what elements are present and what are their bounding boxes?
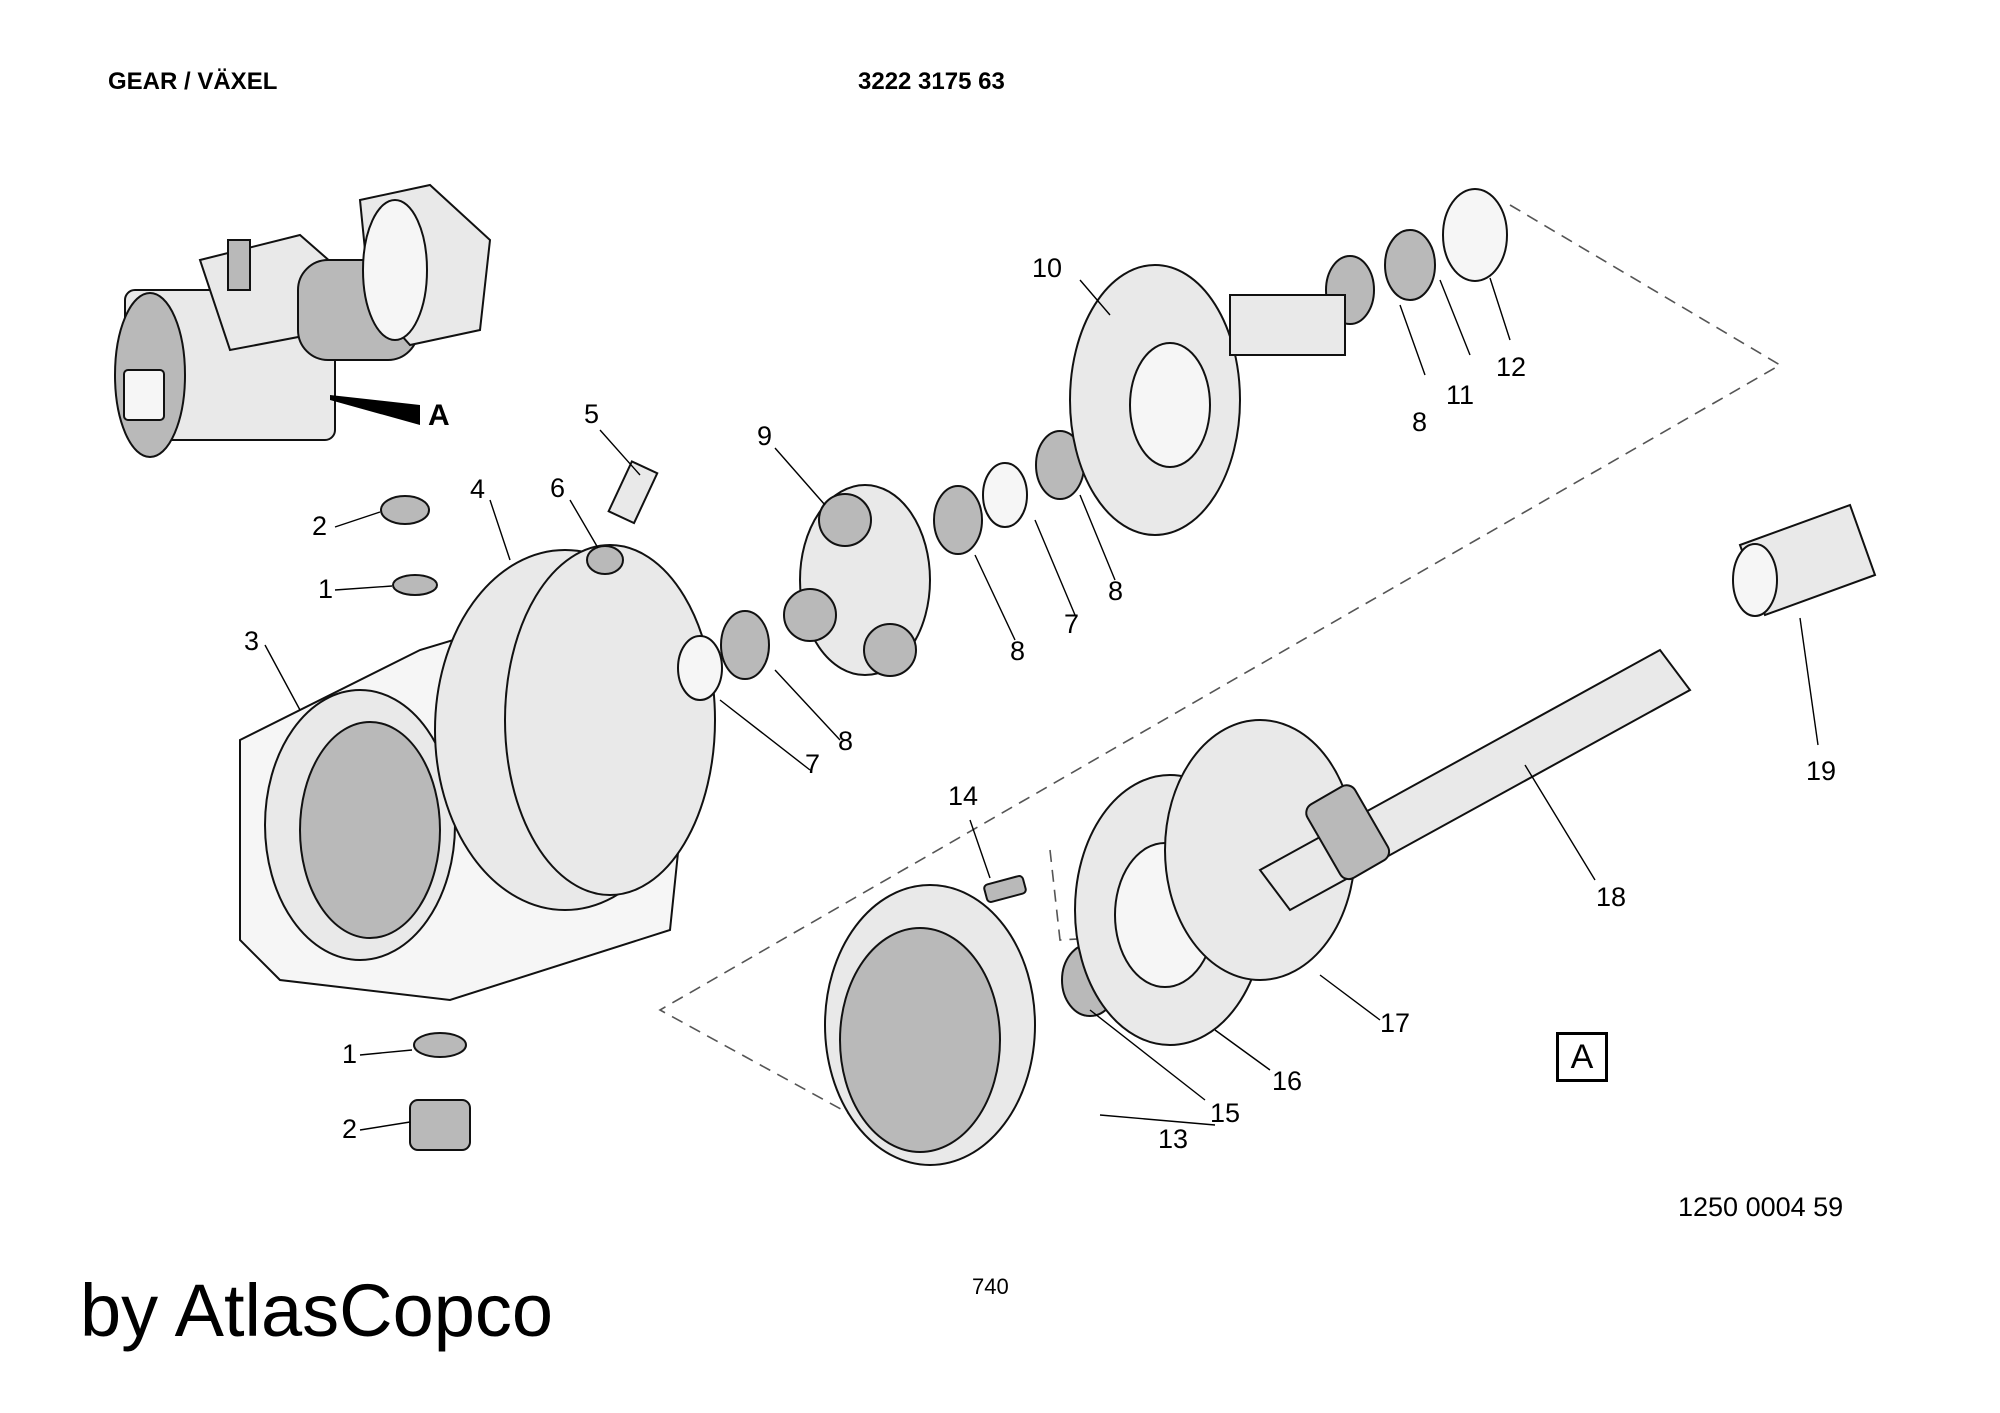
callout-7: 7 [805, 749, 820, 779]
part-7-washer [677, 635, 723, 701]
callout-10: 10 [1032, 253, 1062, 283]
view-a-marker: A [1556, 1032, 1608, 1082]
part-8-bearing [933, 485, 983, 555]
callout-7-mid: 7 [1064, 609, 1079, 639]
part-9-planet-carrier [783, 484, 931, 677]
callout-labels: 1 2 3 4 5 6 7 8 9 10 11 12 13 14 15 16 1… [244, 253, 1836, 1154]
part-1-seal-top [392, 574, 438, 596]
part-6-nut [586, 545, 624, 575]
part-10-carrier [1069, 264, 1346, 536]
assembly-dashed-line [658, 204, 1782, 1126]
part-12-washer [1442, 188, 1508, 282]
callout-2: 2 [312, 511, 327, 541]
part-8-bearing [720, 610, 770, 680]
inset-view-label: A [428, 399, 450, 432]
callout-5: 5 [584, 399, 599, 429]
callout-3: 3 [244, 626, 259, 656]
callout-4: 4 [470, 474, 485, 504]
drawing-number: 1250 0004 59 [1678, 1192, 1844, 1222]
callout-16: 16 [1272, 1066, 1302, 1096]
view-a-pointer [330, 395, 420, 425]
part-7-washer [982, 462, 1028, 528]
callout-17: 17 [1380, 1008, 1410, 1038]
callout-1-bottom: 1 [342, 1039, 357, 1069]
part-11-bearing [1384, 229, 1436, 301]
callout-9: 9 [757, 421, 772, 451]
brand-label: by AtlasCopco [80, 1269, 554, 1352]
part-2-plug-bottom [409, 1099, 471, 1151]
part-18-gear [1305, 784, 1391, 881]
callout-8: 8 [838, 726, 853, 756]
page-title: GEAR / VÄXEL [108, 68, 278, 95]
part-number: 3222 3175 63 [858, 68, 1005, 95]
callout-13: 13 [1158, 1124, 1188, 1154]
callout-6: 6 [550, 473, 565, 503]
page-number: 740 [972, 1274, 1009, 1299]
callout-12: 12 [1496, 352, 1526, 382]
callout-11: 11 [1446, 380, 1474, 410]
part-4-gasket [504, 544, 716, 896]
part-2-plug-top [380, 495, 430, 525]
part-14-bolt [983, 875, 1027, 903]
inset-assembly: A [114, 183, 492, 458]
callout-15: 15 [1210, 1098, 1240, 1128]
callout-2-bottom: 2 [342, 1114, 357, 1144]
callout-19: 19 [1806, 756, 1836, 786]
part-5-bolt [607, 460, 659, 525]
callout-1: 1 [318, 574, 333, 604]
part-1-seal-bottom [413, 1032, 467, 1058]
callout-8-mid: 8 [1010, 636, 1025, 666]
callout-18: 18 [1596, 882, 1626, 912]
callout-8-upper: 8 [1108, 576, 1123, 606]
callout-8-top: 8 [1412, 407, 1427, 437]
callout-14: 14 [948, 781, 978, 811]
part-13-ring-gear [824, 884, 1036, 1166]
leader-lines [264, 277, 1819, 1131]
